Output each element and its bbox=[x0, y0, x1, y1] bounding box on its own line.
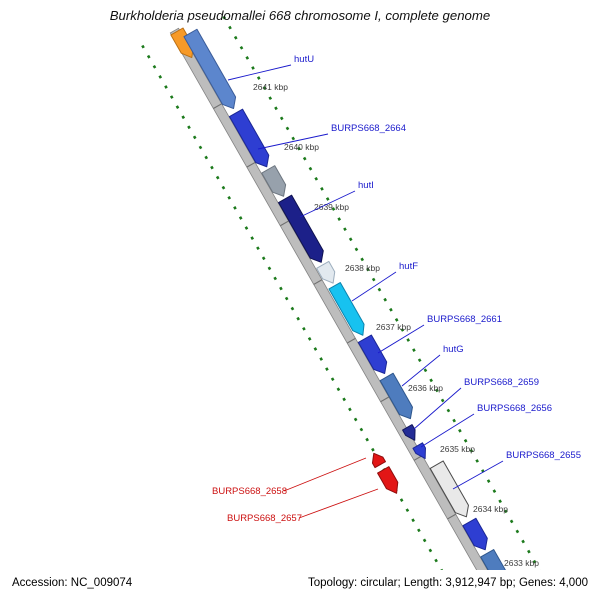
gene-label-BURPS668_2657[interactable]: BURPS668_2657 bbox=[227, 513, 302, 524]
gene-label-hutG[interactable]: hutG bbox=[443, 344, 464, 355]
tick-label: 2641 kbp bbox=[253, 82, 288, 92]
left-tick-guide bbox=[141, 44, 473, 600]
leader-line bbox=[413, 387, 462, 430]
tick-label: 2633 kbp bbox=[504, 558, 539, 568]
leader-line bbox=[401, 354, 441, 387]
gene-label-BURPS668_2664[interactable]: BURPS668_2664 bbox=[331, 123, 406, 134]
status-bar: Accession: NC_009074 Topology: circular;… bbox=[0, 570, 600, 600]
gene-label-BURPS668_2659[interactable]: BURPS668_2659 bbox=[464, 377, 539, 388]
gene-label-hutU[interactable]: hutU bbox=[294, 54, 314, 65]
gene-label-BURPS668_2661[interactable]: BURPS668_2661 bbox=[427, 314, 502, 325]
gene-label-hutI[interactable]: hutI bbox=[358, 180, 374, 191]
leader-line bbox=[298, 488, 379, 519]
tick-label: 2637 kbp bbox=[376, 322, 411, 332]
gene-label-BURPS668_2658[interactable]: BURPS668_2658 bbox=[212, 486, 287, 497]
topology-text: Topology: circular; Length: 3,912,947 bp… bbox=[307, 577, 588, 589]
gene-BURPS668_2658[interactable] bbox=[369, 450, 386, 469]
gene-label-BURPS668_2655[interactable]: BURPS668_2655 bbox=[506, 450, 581, 461]
leader-line bbox=[257, 133, 329, 150]
ruler-tick bbox=[447, 513, 457, 520]
leader-line bbox=[283, 457, 367, 492]
gene-hutI[interactable] bbox=[278, 194, 328, 266]
gene-label-hutF[interactable]: hutF bbox=[399, 261, 418, 272]
gene-hutF[interactable] bbox=[328, 282, 369, 339]
ruler-tick bbox=[313, 279, 323, 285]
leader-line bbox=[299, 190, 356, 218]
tick-label: 2638 kbp bbox=[345, 263, 380, 273]
gene-BURPS668_2655[interactable] bbox=[429, 460, 473, 521]
leader-line bbox=[452, 460, 504, 490]
ruler-tick bbox=[246, 161, 256, 168]
tick-label: 2639 kbp bbox=[314, 202, 349, 212]
gene-bottom-blue[interactable] bbox=[462, 517, 492, 553]
tick-label: 2635 kbp bbox=[440, 444, 475, 454]
ruler-tick bbox=[280, 220, 289, 227]
ruler-tick bbox=[346, 337, 356, 344]
leader-line bbox=[420, 413, 475, 448]
genome-backbone bbox=[169, 27, 508, 600]
accession-text: Accession: NC_009074 bbox=[12, 577, 133, 589]
gene-BURPS668_2657[interactable] bbox=[377, 466, 403, 497]
tick-label: 2634 kbp bbox=[473, 504, 508, 514]
gene-BURPS668_2656[interactable] bbox=[412, 442, 430, 461]
ruler-tick bbox=[213, 103, 222, 110]
gene-hutU[interactable] bbox=[183, 28, 240, 112]
tick-label: 2640 kbp bbox=[284, 142, 319, 152]
gene-pale-gene[interactable] bbox=[316, 260, 340, 286]
gene-gray-gene[interactable] bbox=[261, 165, 290, 200]
leader-line bbox=[227, 64, 292, 81]
ruler-tick bbox=[380, 396, 390, 403]
leader-line bbox=[377, 324, 425, 354]
gene-label-BURPS668_2656[interactable]: BURPS668_2656 bbox=[477, 403, 552, 414]
gene-hutG[interactable] bbox=[379, 372, 417, 422]
gene-BURPS668_2661[interactable] bbox=[357, 334, 391, 377]
leader-line bbox=[351, 271, 397, 302]
tick-label: 2636 kbp bbox=[408, 383, 443, 393]
